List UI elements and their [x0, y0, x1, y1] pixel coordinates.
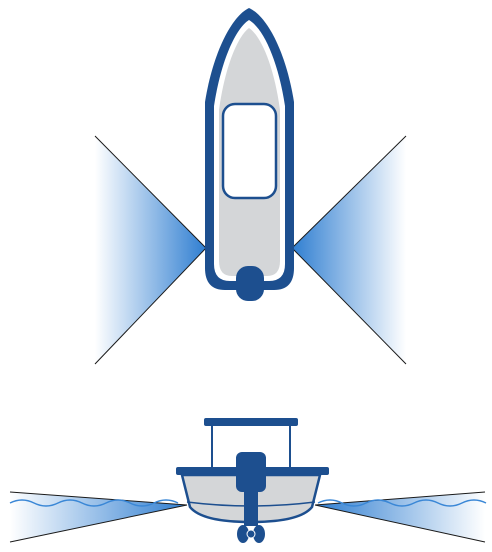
motor-shaft [244, 490, 258, 526]
top-view [94, 8, 407, 365]
side-starboard-light-beam [314, 491, 486, 543]
water-wave-right [317, 499, 487, 507]
canopy-roof [204, 418, 298, 426]
top-starboard-light-beam [291, 135, 407, 365]
top-outboard-motor [236, 266, 264, 301]
propeller-icon [237, 525, 265, 543]
water-wave-left [9, 499, 179, 507]
side-port-light-beam [9, 491, 188, 543]
top-cabin-window [221, 102, 278, 200]
side-outboard-motor [236, 452, 266, 492]
side-view [9, 418, 487, 543]
top-port-light-beam [94, 135, 207, 365]
